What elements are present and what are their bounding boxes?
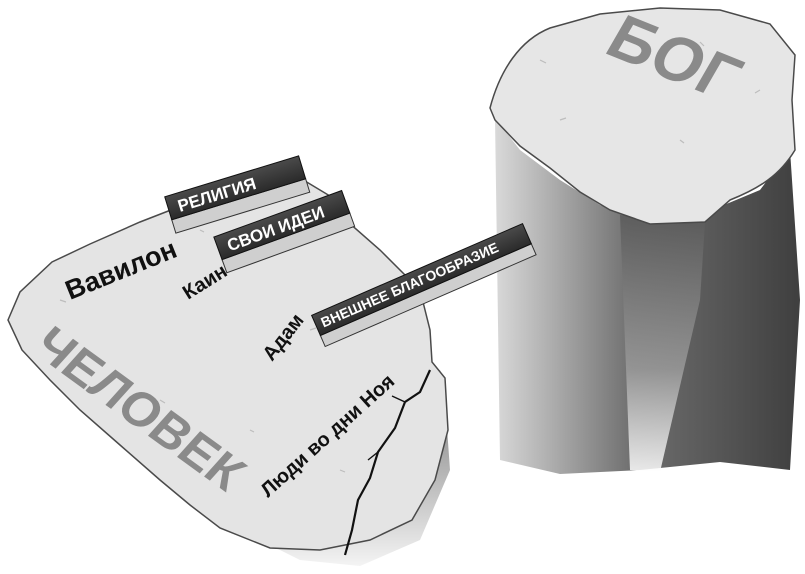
chasm-diagram: БОГ ЧЕЛОВЕК РЕЛИГИЯ СВОИ ИДЕИ ВНЕШНЕЕ БЛ… [0,0,805,574]
